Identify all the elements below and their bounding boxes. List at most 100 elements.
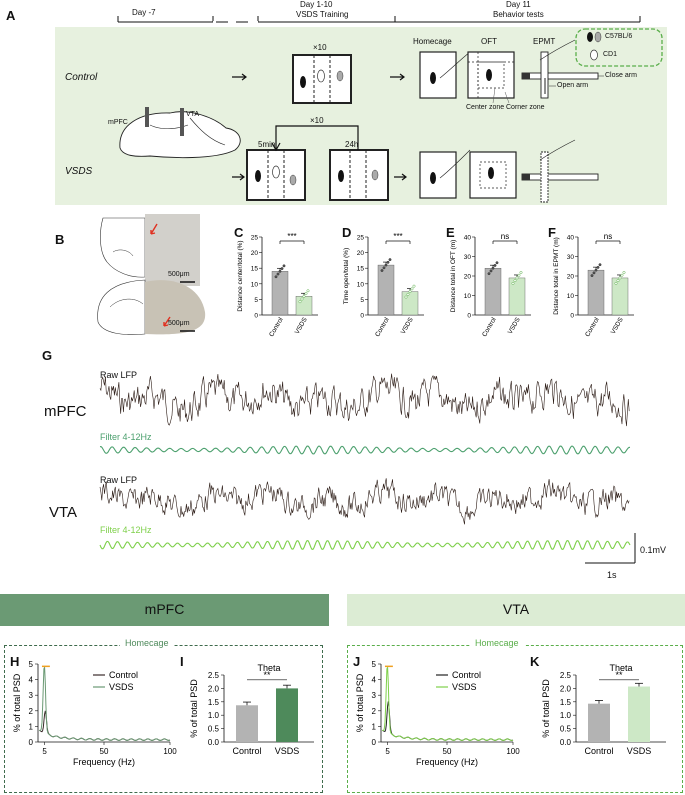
- data-point-D: [386, 260, 390, 264]
- x-tick-label-F: VSDS: [610, 316, 625, 335]
- psd-y-axis-title-vta: % of total PSD: [355, 673, 365, 732]
- data-point-C: [300, 297, 304, 301]
- theta-y-axis-title-vta: % of total PSD: [541, 679, 551, 738]
- psd-x-axis-title-vta: Frequency (Hz): [416, 757, 478, 767]
- panel-label-f: F: [548, 225, 556, 240]
- sig-marker-F: ns: [604, 232, 612, 241]
- psd-y-tick-label-vta: 0: [372, 738, 377, 747]
- sig-marker-D: ***: [393, 232, 402, 241]
- psd-y-tick-label-vta: 2: [372, 707, 377, 716]
- psd-y-tick-label-mpfc: 3: [29, 691, 34, 700]
- mouse-black: [300, 76, 306, 88]
- psd-y-tick-label-mpfc: 4: [29, 676, 34, 685]
- y-axis-title-E: Distance total in OFT (m): [450, 240, 457, 312]
- theta-bar-vsds-vta: [628, 686, 650, 742]
- data-point-F: [594, 268, 598, 272]
- psd-y-tick-label-mpfc: 2: [29, 707, 34, 716]
- psd-y-tick-label-mpfc: 0: [29, 738, 34, 747]
- data-point-D: [410, 287, 414, 291]
- x-tick-label-E: VSDS: [507, 316, 522, 335]
- theta-y-tick-label-vta: 2.5: [560, 671, 572, 680]
- legend-label-control-mpfc: Control: [109, 670, 138, 680]
- data-point-F: [592, 271, 596, 275]
- psd-x-tick-label-mpfc: 100: [163, 747, 177, 756]
- data-point-C: [298, 300, 302, 304]
- panel-label-j: J: [353, 654, 361, 669]
- repeat-label-vsds: ×10: [310, 116, 324, 125]
- data-point-C: [302, 294, 306, 298]
- theta-y-tick-label-mpfc: 0.5: [208, 725, 220, 734]
- psd-y-axis-title-mpfc: % of total PSD: [12, 673, 22, 732]
- theta-y-tick-label-mpfc: 1.5: [208, 698, 220, 707]
- filter-label-vta: Filter 4-12Hz: [100, 525, 152, 535]
- theta-title-mpfc: Theta: [257, 663, 280, 673]
- data-point-F: [598, 263, 602, 267]
- data-point-E: [519, 271, 523, 274]
- psd-x-tick-label-vta: 5: [385, 747, 390, 756]
- theta-y-tick-label-vta: 1.5: [560, 698, 572, 707]
- y-tick-label-C: 15: [251, 266, 259, 273]
- psd-y-tick-label-mpfc: 1: [29, 722, 34, 731]
- raw-lfp-trace-mpfc: [99, 373, 630, 427]
- theta-bar-control-vta: [588, 703, 610, 742]
- arrow-2: [232, 173, 245, 181]
- panel-label-h: H: [10, 654, 20, 669]
- data-point-D: [388, 258, 392, 262]
- psd-y-tick-label-mpfc: 5: [29, 660, 34, 669]
- timeline-day-minus7: Day -7: [132, 8, 156, 17]
- timeline-day-11: Day 11: [506, 0, 531, 9]
- data-point-D: [404, 295, 408, 299]
- group-vsds-label: VSDS: [65, 166, 93, 177]
- theta-x-tick-label-vta: Control: [584, 746, 613, 756]
- arrow-3: [390, 73, 405, 81]
- electrode-mpfc: [145, 107, 149, 127]
- psd-x-axis-title-mpfc: Frequency (Hz): [73, 757, 135, 767]
- y-tick-label-F: 10: [567, 293, 575, 300]
- y-tick-label-E: 30: [464, 254, 472, 261]
- data-point-F: [618, 276, 622, 280]
- lfp-traces: [99, 373, 636, 564]
- test-epmt-label: EPMT: [533, 37, 556, 46]
- bar-D-vsds: [401, 291, 419, 316]
- close-arm-label: Close arm: [605, 72, 637, 79]
- psd-line-control-mpfc: [39, 710, 171, 741]
- y-tick-label-F: 40: [567, 235, 575, 242]
- theta-sig-marker-mpfc: **: [263, 670, 271, 680]
- scale-voltage-label: 0.1mV: [640, 545, 667, 555]
- strain-c57-label: C57BL/6: [605, 33, 633, 40]
- y-tick-label-D: 0: [360, 313, 364, 320]
- homecage-box-vsds: [419, 151, 457, 199]
- theta-y-tick-label-vta: 0.0: [560, 738, 572, 747]
- y-tick-label-E: 40: [464, 235, 472, 242]
- filter-label-mpfc: Filter 4-12Hz: [100, 432, 152, 442]
- mpfc-site-label: mPFC: [108, 119, 128, 126]
- data-point-C: [282, 264, 286, 268]
- data-point-E: [513, 279, 517, 283]
- legend-label-control-vta: Control: [452, 670, 481, 680]
- y-axis-title-F: Distance total in EPMT (m): [553, 237, 560, 315]
- legend-label-vsds-vta: VSDS: [452, 682, 477, 692]
- raw-lfp-trace-vta: [99, 478, 630, 525]
- raw-lfp-label-vta: Raw LFP: [100, 475, 138, 485]
- arrow-1: [232, 73, 247, 81]
- bar-C-control: [271, 271, 289, 316]
- psd-line-vsds-vta: [382, 667, 514, 741]
- data-point-D: [408, 290, 412, 294]
- data-point-C: [274, 275, 278, 279]
- timeline-and-schematic: [55, 16, 667, 205]
- vta-header-band: [347, 594, 685, 626]
- bar-D-control: [377, 264, 395, 316]
- y-axis-title-D: Time open/total (%): [343, 248, 350, 304]
- scale-time-label: 1s: [607, 570, 617, 580]
- panel-label-g: G: [42, 348, 53, 363]
- psd-y-tick-label-vta: 3: [372, 691, 377, 700]
- psd-y-tick-label-vta: 1: [372, 722, 377, 731]
- x-tick-label-D: VSDS: [400, 316, 415, 335]
- bar-E-vsds: [508, 277, 526, 316]
- data-point-C: [306, 289, 310, 293]
- panel-label-b: B: [55, 232, 65, 247]
- psd-x-tick-label-vta: 50: [443, 747, 452, 756]
- data-point-D: [412, 284, 416, 288]
- data-point-E: [493, 264, 497, 267]
